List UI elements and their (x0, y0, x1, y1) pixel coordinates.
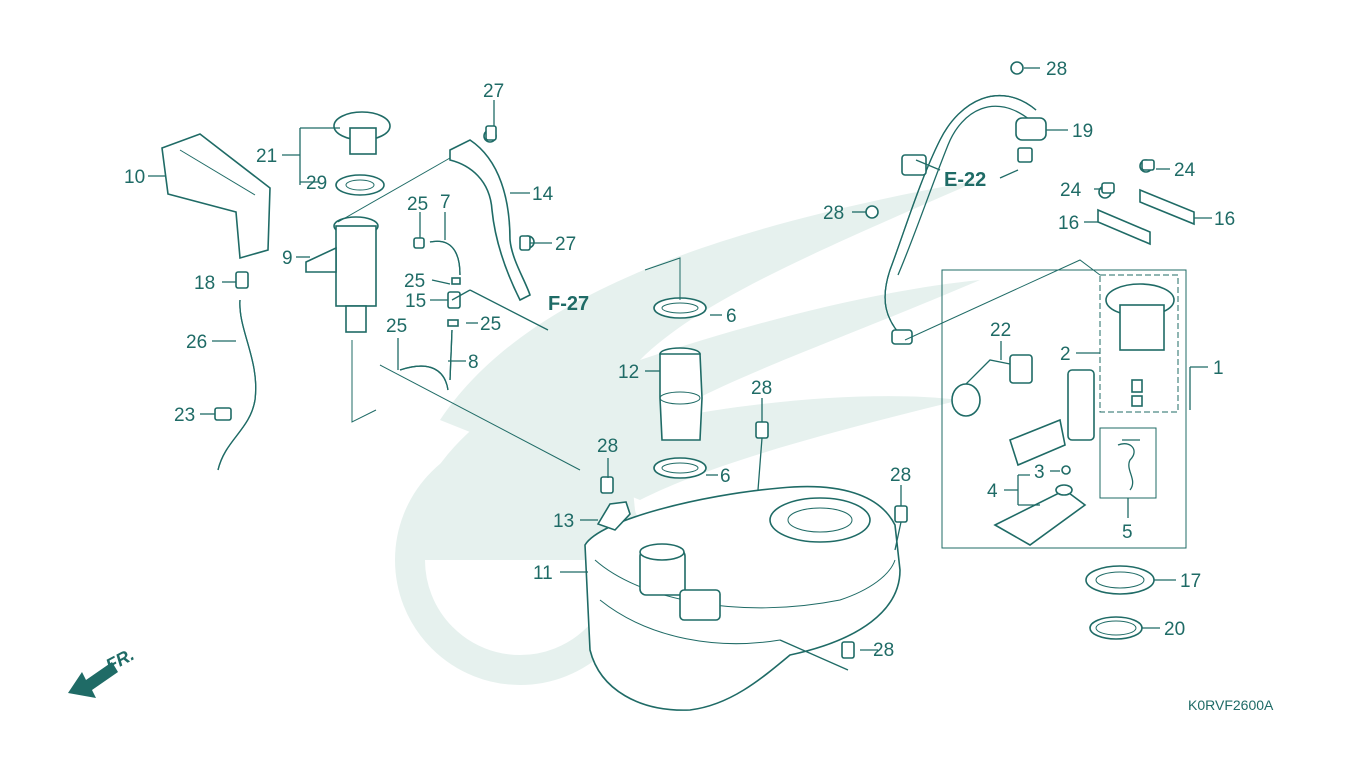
front-direction-arrow: FR. (68, 644, 137, 698)
part-label-25-mid[interactable]: 25 (404, 271, 425, 292)
reference-e22[interactable]: E-22 (944, 169, 986, 191)
part-label-11[interactable]: 11 (533, 563, 553, 584)
filler-neck[interactable] (305, 216, 379, 333)
part-label-18[interactable]: 18 (194, 273, 215, 294)
part-label-15[interactable]: 15 (405, 291, 426, 312)
diagram-code: K0RVF2600A (1188, 697, 1274, 713)
filler-tube[interactable] (659, 347, 703, 441)
reference-f27[interactable]: F-27 (548, 293, 589, 315)
part-label-28-tank-right[interactable]: 28 (890, 465, 911, 486)
part-label-25-right[interactable]: 25 (480, 314, 501, 335)
part-label-24-left[interactable]: 24 (1060, 180, 1082, 201)
part-label-26[interactable]: 26 (186, 332, 207, 353)
fuel-filter[interactable] (993, 465, 1087, 546)
part-label-29[interactable]: 29 (306, 173, 327, 194)
part-label-13[interactable]: 13 (553, 511, 574, 532)
part-label-6-upper[interactable]: 6 (726, 306, 737, 327)
setting-plate[interactable] (1097, 159, 1195, 246)
part-label-28-bracket[interactable]: 28 (597, 436, 618, 457)
part-label-17[interactable]: 17 (1180, 571, 1201, 592)
clip-set[interactable] (1117, 439, 1140, 491)
part-label-10[interactable]: 10 (124, 167, 145, 188)
part-label-28-hose-left[interactable]: 28 (823, 203, 844, 224)
part-label-25-lower[interactable]: 25 (386, 316, 407, 337)
part-label-8[interactable]: 8 (468, 352, 479, 373)
tube-band[interactable] (653, 297, 707, 479)
part-label-25-top[interactable]: 25 (407, 194, 428, 215)
fuel-tank-stay[interactable] (449, 129, 535, 302)
fuel-tank[interactable] (584, 485, 901, 711)
part-label-6-lower[interactable]: 6 (720, 466, 731, 487)
fuel-tray[interactable] (161, 133, 271, 260)
part-label-23[interactable]: 23 (174, 405, 195, 426)
part-label-4[interactable]: 4 (987, 481, 998, 502)
breather-hose[interactable] (399, 237, 461, 391)
part-label-22[interactable]: 22 (990, 320, 1011, 341)
part-label-20[interactable]: 20 (1164, 619, 1185, 640)
leader-lines (148, 67, 1212, 671)
part-label-5[interactable]: 5 (1122, 522, 1133, 543)
part-label-9[interactable]: 9 (282, 248, 293, 269)
part-number-labels: 1 2 3 4 5 6 6 7 8 9 10 11 12 13 14 15 16… (124, 59, 1235, 661)
part-label-27-top[interactable]: 27 (483, 81, 504, 102)
part-label-16-right[interactable]: 16 (1214, 209, 1235, 230)
part-label-27-right[interactable]: 27 (555, 234, 576, 255)
reference-e22-arrow (999, 169, 1019, 179)
watermark-logo (395, 180, 980, 685)
drain-tube[interactable] (214, 271, 257, 471)
part-label-3[interactable]: 3 (1034, 462, 1045, 483)
tank-bracket[interactable] (596, 501, 631, 531)
tank-gasket[interactable] (1085, 565, 1155, 595)
fuel-filler-cap[interactable] (333, 111, 391, 155)
fuel-pump[interactable] (1105, 283, 1175, 407)
part-label-28-hose-top[interactable]: 28 (1046, 59, 1067, 80)
part-label-24-right[interactable]: 24 (1174, 160, 1196, 181)
part-label-1[interactable]: 1 (1213, 358, 1224, 379)
part-label-7[interactable]: 7 (440, 192, 451, 213)
o-ring[interactable] (1089, 616, 1143, 640)
fuel-level-sensor[interactable] (951, 354, 1095, 467)
part-label-12[interactable]: 12 (618, 362, 639, 383)
part-label-28-tank-bottom[interactable]: 28 (873, 640, 894, 661)
part-label-21[interactable]: 21 (256, 146, 277, 167)
fuel-pump-assembly-box (941, 269, 1187, 549)
part-label-16-left[interactable]: 16 (1058, 213, 1079, 234)
part-label-19[interactable]: 19 (1072, 121, 1093, 142)
part-label-2[interactable]: 2 (1060, 344, 1071, 365)
part-label-14[interactable]: 14 (532, 184, 554, 205)
cap-gasket[interactable] (335, 174, 385, 196)
part-label-28-tank-top[interactable]: 28 (751, 378, 772, 399)
fuel-feed-hose[interactable] (865, 61, 1047, 345)
